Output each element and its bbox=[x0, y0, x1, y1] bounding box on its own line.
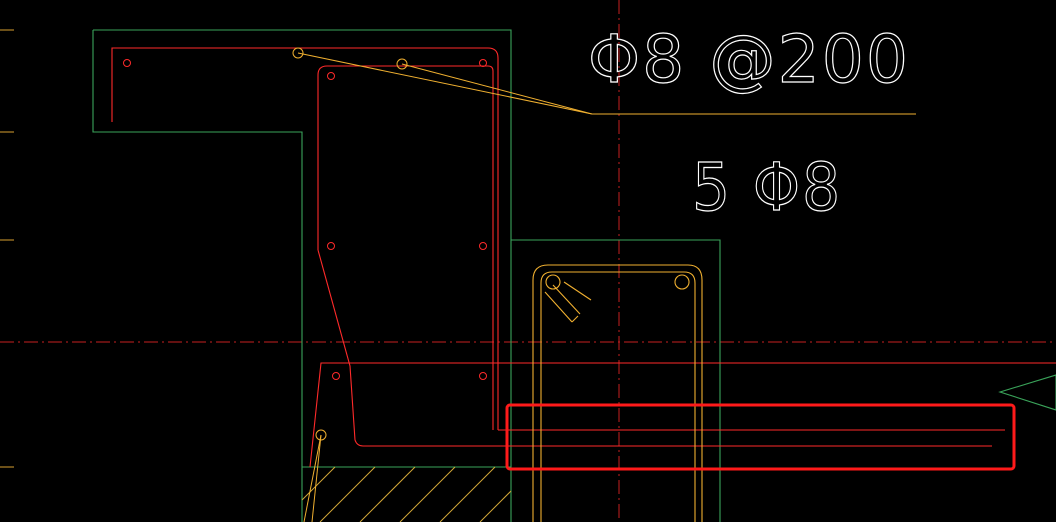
beam-corner-bar bbox=[674, 274, 690, 290]
hatch-line bbox=[439, 466, 496, 522]
bar-spec-label[interactable]: 5 Φ8 bbox=[691, 148, 842, 226]
lower-rebar-line bbox=[309, 362, 1056, 468]
concrete-outline bbox=[92, 29, 1056, 522]
stirrup-hook bbox=[552, 284, 581, 315]
hatch-line bbox=[319, 466, 376, 522]
rebar-lines bbox=[111, 47, 1056, 468]
ruler-ticks bbox=[0, 29, 14, 468]
rebar-dot bbox=[327, 72, 335, 80]
stirrup-spec-label[interactable]: Φ8 @200 bbox=[587, 20, 910, 98]
stirrup-outer bbox=[532, 264, 703, 522]
inner-stirrup bbox=[317, 65, 494, 430]
stirrup-hook bbox=[571, 315, 579, 323]
leader-line bbox=[401, 63, 593, 115]
highlight-box[interactable] bbox=[505, 403, 1016, 471]
rebar-dot bbox=[479, 372, 487, 380]
stirrup-hook bbox=[563, 281, 592, 301]
rebar-dot bbox=[123, 59, 131, 67]
beam-stirrup bbox=[532, 264, 703, 522]
beam-corner-bar bbox=[545, 274, 561, 290]
leader-line bbox=[311, 434, 322, 522]
hatch-line bbox=[479, 490, 512, 522]
rebar-dot bbox=[479, 242, 487, 250]
section-arrow bbox=[998, 374, 1056, 411]
diagonal-rebar bbox=[317, 249, 992, 447]
stirrup-inner bbox=[540, 271, 696, 522]
slab-left-outline bbox=[92, 30, 303, 522]
leader-line bbox=[303, 434, 322, 522]
slab-top-outline bbox=[93, 29, 512, 240]
leader-lines bbox=[292, 47, 916, 522]
beam-outline bbox=[511, 239, 721, 522]
leader-marker bbox=[315, 429, 327, 441]
hatch-pattern bbox=[301, 466, 512, 522]
stirrup-hook bbox=[544, 291, 573, 323]
leader-line bbox=[297, 52, 593, 115]
hatch-line bbox=[301, 466, 336, 501]
rebar-dot bbox=[332, 372, 340, 380]
top-rebar-loop bbox=[111, 47, 499, 430]
rebar-dot bbox=[327, 242, 335, 250]
hatch-line bbox=[399, 466, 456, 522]
hatch-line bbox=[359, 466, 416, 522]
leader-marker bbox=[292, 47, 304, 59]
rebar-dot bbox=[479, 59, 487, 67]
leader-marker bbox=[396, 58, 408, 70]
rebar-dots bbox=[123, 59, 487, 380]
